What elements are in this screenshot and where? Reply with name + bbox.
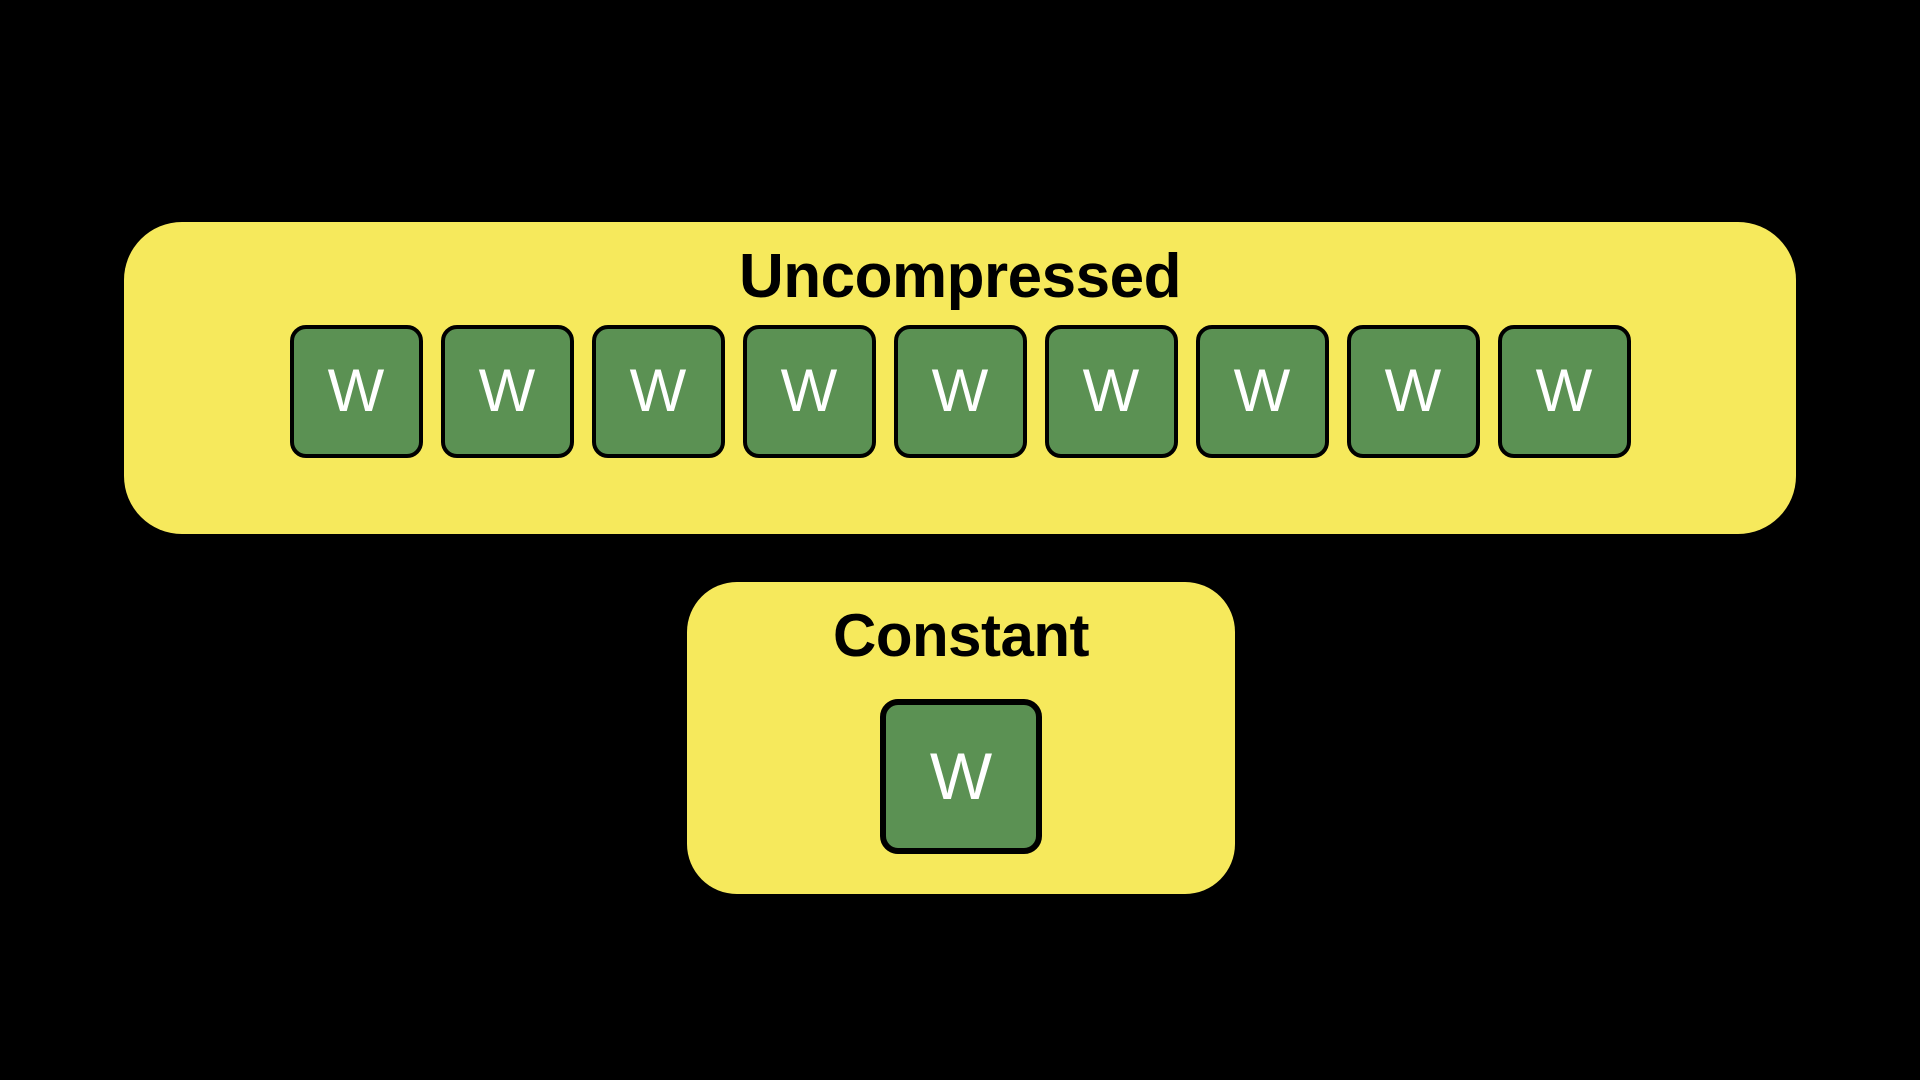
weight-tile-label: W <box>1535 357 1593 425</box>
weight-tile-row-uncompressed: W W W W W W W W W <box>289 324 1631 458</box>
weight-tile-label: W <box>931 357 989 425</box>
group-uncompressed: Uncompressed W W W W W W W <box>124 222 1796 534</box>
weight-tile-label: W <box>629 357 687 425</box>
weight-tile-label: W <box>327 357 385 425</box>
weight-tile-label: W <box>1384 357 1442 425</box>
weight-tile-label: W <box>1233 357 1291 425</box>
weight-tile: W <box>893 324 1027 458</box>
group-constant: Constant W <box>687 582 1235 894</box>
weight-tile: W <box>880 698 1042 854</box>
weight-tile: W <box>1044 324 1178 458</box>
weight-tile: W <box>591 324 725 458</box>
group-uncompressed-title: Uncompressed <box>739 242 1181 311</box>
weight-tile: W <box>1497 324 1631 458</box>
weight-tile: W <box>1195 324 1329 458</box>
group-constant-title: Constant <box>833 602 1089 669</box>
weight-tile-label: W <box>780 357 838 425</box>
weight-tile: W <box>440 324 574 458</box>
weight-tile: W <box>289 324 423 458</box>
weight-tile: W <box>1346 324 1480 458</box>
weight-tile: W <box>742 324 876 458</box>
weight-tile-label: W <box>929 739 993 814</box>
weight-tile-label: W <box>1082 357 1140 425</box>
weight-tile-label: W <box>478 357 536 425</box>
weight-tile-row-constant: W <box>880 698 1042 854</box>
